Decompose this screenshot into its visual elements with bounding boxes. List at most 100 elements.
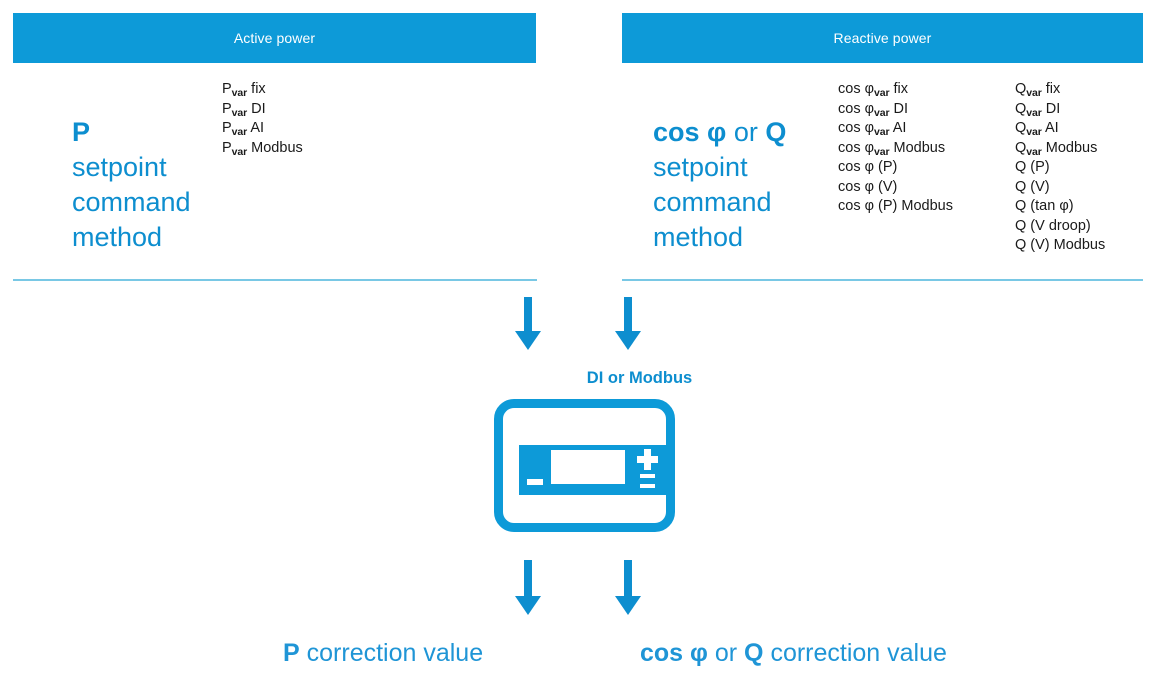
dash-icon-upper [640,474,655,478]
option-base: Q (P) [1015,159,1050,175]
option-suffix: Modbus [1041,139,1098,156]
down-arrow-icon-bottom-right [615,560,641,615]
option-subscript: var [231,106,248,119]
active-power-header-label: Active power [233,30,316,46]
down-arrow-icon-bottom-left [515,560,541,615]
option-item: cos φ (P) [838,158,953,178]
reactive-power-title-conjunction: or [726,117,766,147]
active-power-title-symbol: P [72,117,91,147]
arrow-shaft [624,560,632,598]
option-base: P [222,120,232,136]
active-power-result-symbol: P [283,639,300,667]
option-base: Q (tan φ) [1015,198,1074,214]
option-subscript: var [1026,145,1042,158]
option-base: Q [1015,81,1027,97]
option-base: cos φ [838,81,874,97]
plus-icon [637,449,658,470]
option-suffix: Modbus [247,139,303,156]
option-base: Q (V) Modbus [1015,237,1106,253]
option-subscript: var [1026,106,1042,119]
arrow-shaft [524,297,532,333]
option-subscript: var [874,145,890,158]
option-subscript: var [231,126,248,138]
option-suffix: fix [247,81,266,97]
minus-icon [527,479,543,485]
reactive-power-title: cos φ or Q setpoint command method [653,80,843,255]
active-power-header: Active power [13,13,536,63]
option-item: cos φvar Modbus [838,139,953,159]
option-base: cos φ [838,100,874,117]
option-item: Q (P) [1015,158,1105,178]
option-item: Qvar AI [1015,119,1105,139]
option-item: Pvar Modbus [222,139,303,159]
option-subscript: var [874,126,890,138]
arrow-shaft [524,560,532,598]
option-item: Qvar fix [1015,80,1105,100]
option-base: cos φ [838,120,874,136]
option-suffix: AI [889,120,907,136]
option-base: cos φ (P) [838,159,898,175]
interface-label: DI or Modbus [0,369,1157,388]
reactive-power-header-label: Reactive power [833,30,932,46]
option-base: P [222,81,232,97]
option-suffix: AI [1041,120,1059,136]
option-item: Pvar fix [222,80,303,100]
option-base: Q [1015,100,1027,117]
option-suffix: DI [1041,100,1061,117]
reactive-power-result-conjunction: or [707,639,745,667]
option-item: Q (V) [1015,178,1105,198]
controller-device-icon [494,399,675,532]
arrow-head [515,596,541,615]
option-item: Q (V) Modbus [1015,236,1105,256]
active-panel-divider [13,279,537,281]
option-suffix: Modbus [889,139,946,156]
option-suffix: AI [247,120,265,136]
option-base: Q (V) [1015,178,1050,195]
reactive-power-result-symbol-cosphi: cos φ [640,639,708,667]
option-item: Qvar Modbus [1015,139,1105,159]
option-item: cos φvar DI [838,100,953,120]
arrow-head [615,596,641,615]
option-suffix: fix [1041,81,1061,97]
option-item: cos φvar AI [838,119,953,139]
reactive-power-result-text: correction value [763,639,947,667]
active-power-result-text: correction value [299,639,484,667]
reactive-power-title-symbol-q: Q [765,117,787,147]
down-arrow-icon-top-left [515,297,541,350]
option-item: Q (tan φ) [1015,197,1105,217]
option-subscript: var [1026,126,1042,138]
option-item: Qvar DI [1015,100,1105,120]
option-item: cos φ (V) [838,178,953,198]
option-base: Q [1015,120,1027,136]
reactive-power-result: cos φ or Q correction value [640,638,947,668]
option-item: Q (V droop) [1015,217,1105,237]
device-front-panel [519,445,667,495]
option-subscript: var [231,87,248,99]
reactive-panel-divider [622,279,1143,281]
option-base: cos φ (P) Modbus [838,198,953,214]
active-power-result: P correction value [283,638,483,668]
option-suffix: DI [247,100,266,117]
option-base: P [222,100,232,117]
option-base: P [222,139,232,156]
option-base: Q [1015,139,1027,156]
option-suffix: DI [889,100,908,117]
option-item: cos φvar fix [838,80,953,100]
option-subscript: var [874,87,890,99]
option-base: cos φ [838,139,874,156]
option-subscript: var [231,145,248,158]
option-item: cos φ (P) Modbus [838,197,953,217]
arrow-head [615,331,641,350]
option-base: cos φ (V) [838,178,898,195]
reactive-power-title-text: setpoint command method [653,152,772,252]
arrow-head [515,331,541,350]
option-subscript: var [874,106,890,119]
active-power-title: P setpoint command method [72,80,222,255]
down-arrow-icon-top-right [615,297,641,350]
option-base: Q (V droop) [1015,217,1091,234]
option-item: Pvar AI [222,119,303,139]
